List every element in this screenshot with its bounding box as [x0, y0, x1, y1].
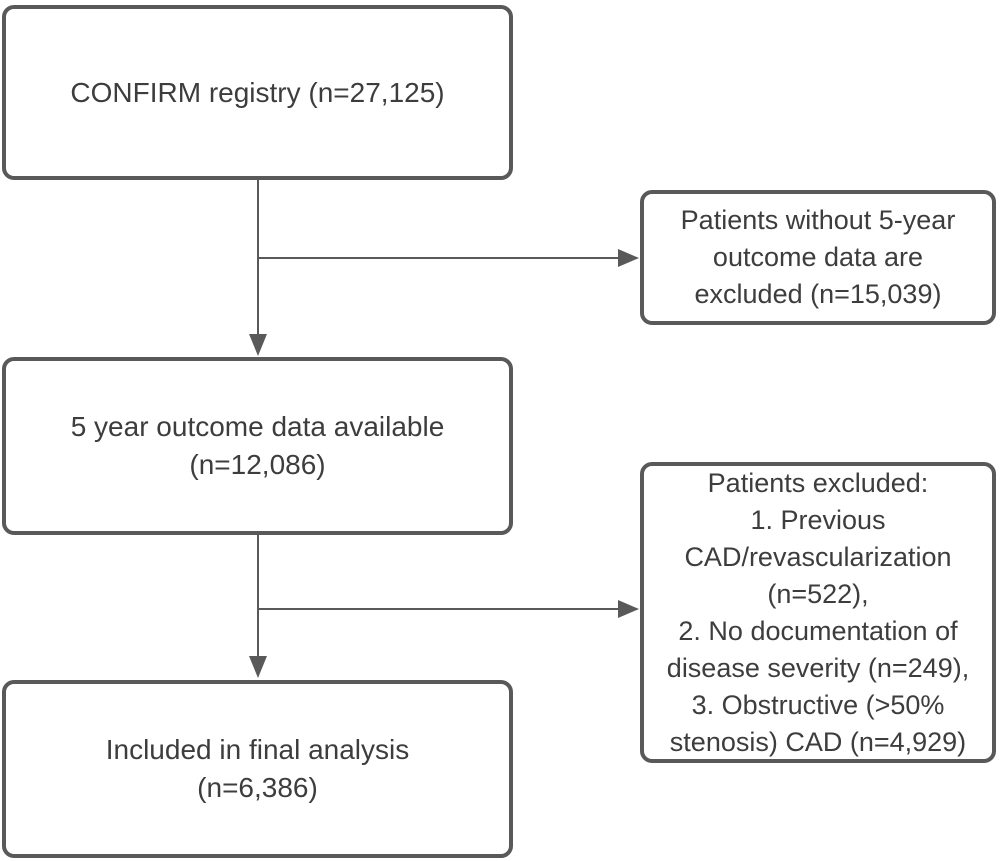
node-excluded-no-outcome-data-label: Patients without 5-year outcome data are…: [680, 205, 956, 309]
arrow-branch-to-no-outcome-head: [618, 249, 639, 267]
node-confirm-registry: CONFIRM registry (n=27,125): [2, 5, 513, 180]
node-outcome-data-available-label: 5 year outcome data available (n=12,086): [70, 411, 445, 480]
node-patients-excluded: Patients excluded: 1. Previous CAD/revas…: [640, 462, 996, 763]
arrow-outcome-to-final-head: [249, 656, 267, 678]
node-confirm-registry-label: CONFIRM registry (n=27,125): [70, 76, 445, 108]
node-final-analysis-label: Included in final analysis (n=6,386): [105, 734, 410, 803]
node-excluded-no-outcome-data: Patients without 5-year outcome data are…: [640, 190, 996, 325]
arrow-branch-to-excluded-head: [618, 600, 639, 618]
node-outcome-data-available: 5 year outcome data available (n=12,086): [2, 357, 513, 535]
node-final-analysis: Included in final analysis (n=6,386): [2, 680, 513, 858]
arrow-registry-to-outcome-head: [249, 334, 267, 356]
node-patients-excluded-label: Patients excluded: 1. Previous CAD/revas…: [666, 467, 970, 757]
